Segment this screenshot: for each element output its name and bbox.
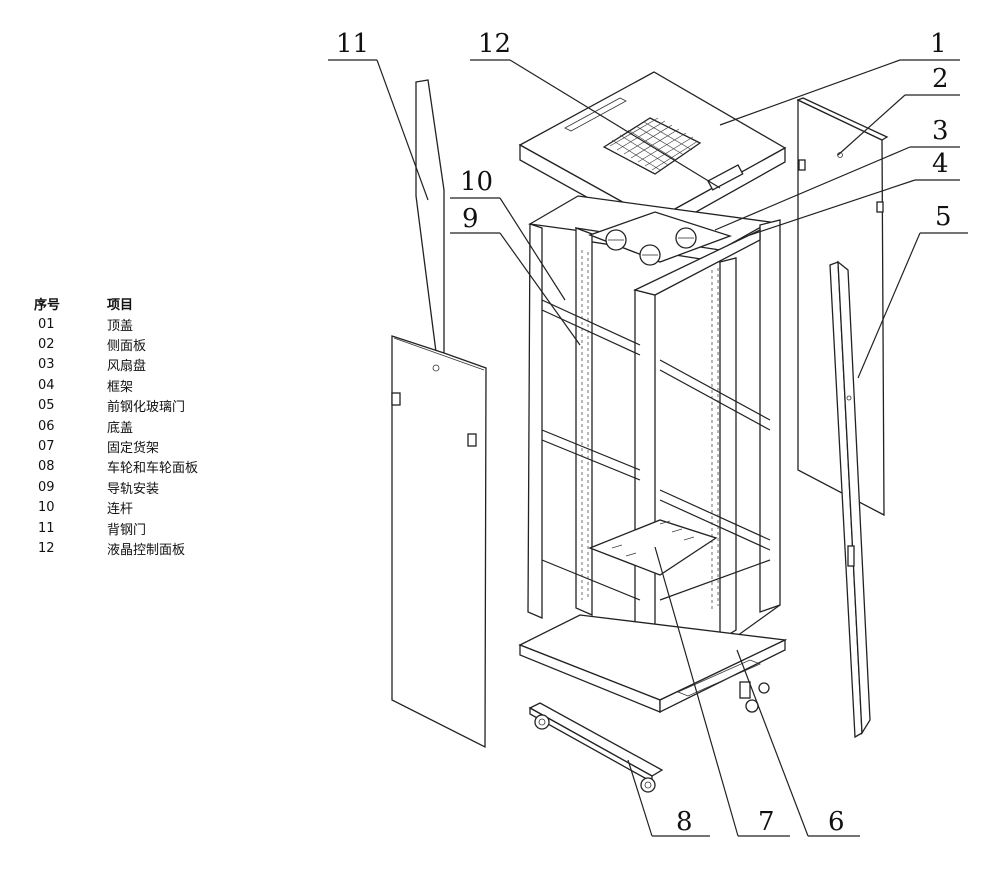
callout-6: 6 bbox=[828, 807, 845, 837]
callout-12: 12 bbox=[478, 29, 511, 59]
callout-1: 1 bbox=[930, 29, 947, 59]
legend-name: 液晶控制面板 bbox=[107, 542, 186, 558]
callout-9: 9 bbox=[462, 204, 479, 234]
legend-row: 09 导轨安装 bbox=[34, 477, 274, 497]
callout-2: 2 bbox=[932, 64, 949, 94]
legend-number: 01 bbox=[38, 316, 55, 332]
legend-name: 侧面板 bbox=[107, 339, 147, 355]
legend-header-number: 序号 bbox=[34, 297, 61, 313]
callout-10: 10 bbox=[460, 167, 493, 197]
legend-row: 11 背钢门 bbox=[34, 518, 274, 538]
callout-4: 4 bbox=[932, 149, 949, 179]
legend-header: 序号 项目 bbox=[34, 292, 274, 314]
legend-name: 顶盖 bbox=[107, 318, 134, 334]
legend-name: 前钢化玻璃门 bbox=[107, 400, 186, 416]
callout-3: 3 bbox=[932, 116, 949, 146]
legend-row: 01 顶盖 bbox=[34, 314, 274, 334]
legend-number: 02 bbox=[38, 337, 55, 353]
back-steel-door bbox=[391, 79, 487, 749]
legend-number: 09 bbox=[38, 479, 55, 495]
legend-row: 04 框架 bbox=[34, 375, 274, 395]
leader-lines bbox=[328, 59, 968, 837]
legend-name: 背钢门 bbox=[107, 522, 147, 538]
legend-row: 08 车轮和车轮面板 bbox=[34, 457, 274, 477]
legend-header-item: 项目 bbox=[107, 297, 134, 313]
callout-8: 8 bbox=[676, 807, 693, 837]
legend-number: 08 bbox=[38, 459, 55, 475]
legend-row: 02 侧面板 bbox=[34, 334, 274, 354]
frame bbox=[527, 195, 781, 696]
legend-name: 底盖 bbox=[107, 420, 134, 436]
legend-row: 10 连杆 bbox=[34, 498, 274, 518]
legend-row: 12 液晶控制面板 bbox=[34, 538, 274, 558]
legend-number: 03 bbox=[38, 357, 55, 373]
legend-name: 车轮和车轮面板 bbox=[107, 461, 199, 477]
legend-number: 07 bbox=[38, 439, 55, 455]
bottom-cover bbox=[518, 614, 788, 714]
legend-number: 04 bbox=[38, 377, 55, 393]
fixed-shelf bbox=[588, 519, 718, 576]
legend-row: 06 底盖 bbox=[34, 416, 274, 436]
legend-name: 风扇盘 bbox=[107, 359, 147, 375]
legend-number: 05 bbox=[38, 398, 55, 414]
legend-number: 10 bbox=[38, 500, 55, 516]
legend-row: 07 固定货架 bbox=[34, 436, 274, 456]
legend-row: 05 前钢化玻璃门 bbox=[34, 396, 274, 416]
legend-number: 12 bbox=[38, 540, 55, 556]
callout-11: 11 bbox=[336, 29, 369, 59]
legend-number: 06 bbox=[38, 418, 55, 434]
legend-name: 固定货架 bbox=[107, 441, 160, 457]
legend-name: 框架 bbox=[107, 379, 134, 395]
legend-name: 导轨安装 bbox=[107, 481, 160, 497]
wheel-plate bbox=[528, 702, 664, 793]
callout-5: 5 bbox=[935, 202, 952, 232]
front-glass-door bbox=[829, 260, 871, 739]
legend-name: 连杆 bbox=[107, 502, 134, 518]
callout-labels: 1 2 3 4 5 6 7 8 9 10 11 12 bbox=[336, 29, 952, 837]
fan-tray bbox=[588, 211, 732, 266]
callout-7: 7 bbox=[758, 807, 775, 837]
legend-row: 03 风扇盘 bbox=[34, 355, 274, 375]
legend-number: 11 bbox=[38, 520, 55, 536]
parts-legend: 序号 项目 01 顶盖 02 侧面板 03 风扇盘 04 框架 05 前钢化玻璃门 06 底… bbox=[34, 292, 274, 559]
